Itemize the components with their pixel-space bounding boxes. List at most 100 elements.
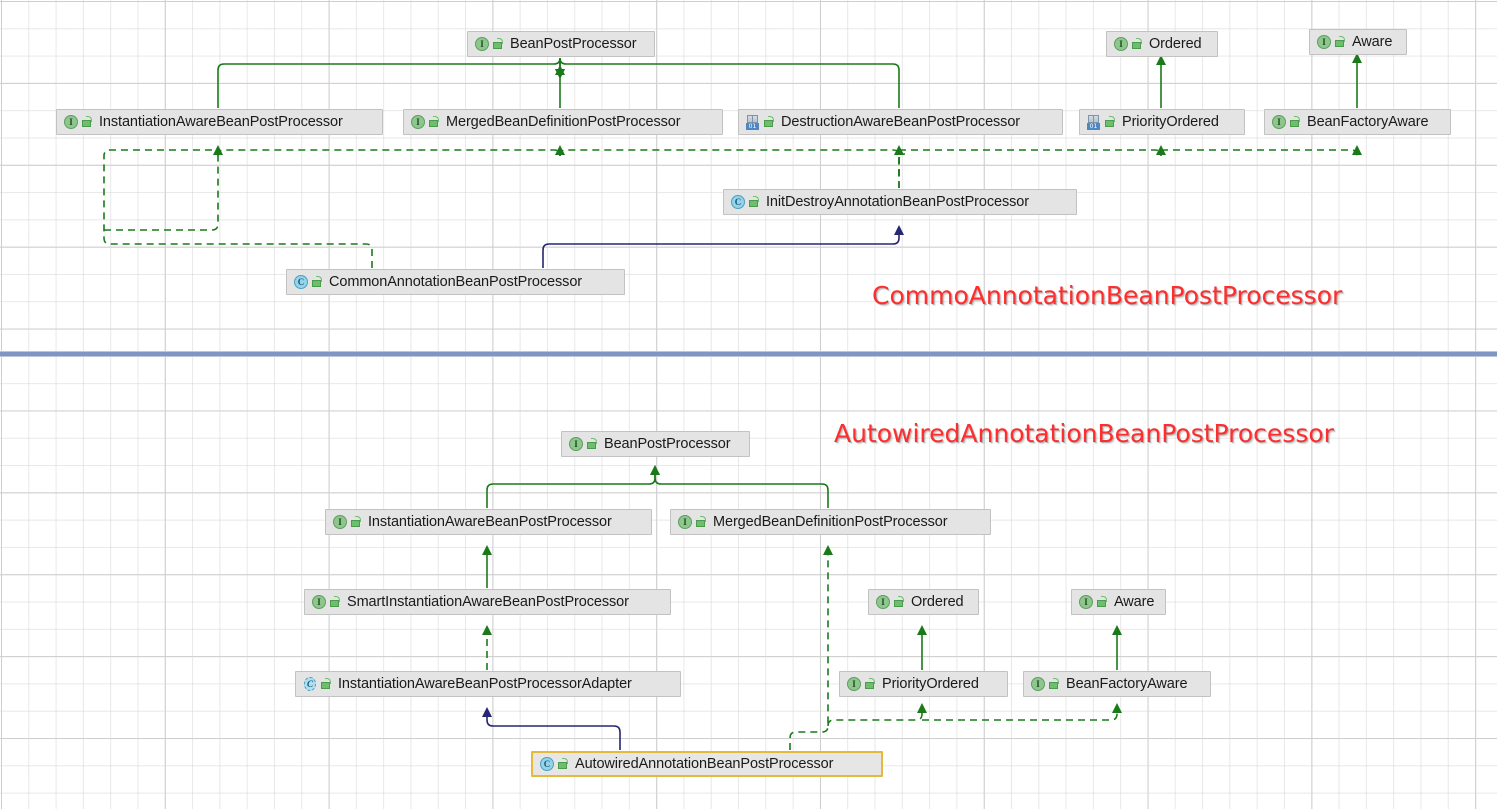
node-label: PriorityOrdered (1122, 113, 1219, 130)
node-mergedbeandefinitionpostprocessor[interactable]: I MergedBeanDefinitionPostProcessor (403, 109, 723, 135)
interface-icon: I (1113, 36, 1129, 52)
interface-icon: I (568, 436, 584, 452)
visibility-lock-icon (586, 437, 599, 451)
visibility-lock-icon (695, 515, 708, 529)
edge-b-aabpp-to-adapter (482, 707, 621, 750)
class-icon: C (730, 194, 746, 210)
edge-cabpp-to-mbdpp (217, 145, 565, 157)
node-label: BeanPostProcessor (604, 435, 731, 452)
node-label: Ordered (911, 593, 964, 610)
visibility-lock-icon (748, 195, 761, 209)
visibility-lock-icon (763, 115, 776, 129)
visibility-lock-icon (864, 677, 877, 691)
node-label: BeanFactoryAware (1066, 675, 1188, 692)
visibility-lock-icon (1096, 595, 1109, 609)
visibility-lock-icon (311, 275, 324, 289)
node-ordered-bottom[interactable]: I Ordered (868, 589, 979, 615)
interface-icon: I (677, 514, 693, 530)
node-instantiationawarebeanpostprocessor[interactable]: I InstantiationAwareBeanPostProcessor (56, 109, 383, 135)
interface-extends-edges (217, 53, 1362, 670)
section-divider (0, 351, 1497, 357)
callout-autowired-annotation: AutowiredAnnotationBeanPostProcessor (834, 419, 1334, 448)
node-beanfactoryaware-bottom[interactable]: I BeanFactoryAware (1023, 671, 1211, 697)
node-label: DestructionAwareBeanPostProcessor (781, 113, 1021, 130)
interface-icon: I (1316, 34, 1332, 50)
annotation-bits-icon: 01 (745, 114, 761, 130)
visibility-lock-icon (557, 757, 570, 771)
interface-icon: I (1078, 594, 1094, 610)
visibility-lock-icon (1289, 115, 1302, 129)
node-label: AutowiredAnnotationBeanPostProcessor (575, 755, 834, 772)
callout-common-annotation: CommoAnnotationBeanPostProcessor (872, 281, 1343, 310)
visibility-lock-icon (492, 37, 505, 51)
node-beanpostprocessor-bottom[interactable]: I BeanPostProcessor (561, 431, 750, 457)
edge-cabpp-to-iabpp (103, 145, 373, 268)
edge-b-aabpp-to-beanfactoryaware (922, 703, 1122, 721)
interface-icon: I (63, 114, 79, 130)
node-label: InstantiationAwareBeanPostProcessor (368, 513, 612, 530)
abstract-class-icon: C (302, 676, 318, 692)
edge-cabpp-bus-right (559, 149, 900, 188)
interface-icon: I (332, 514, 348, 530)
interface-icon: I (875, 594, 891, 610)
node-label: CommonAnnotationBeanPostProcessor (329, 273, 583, 290)
node-aware-top[interactable]: I Aware (1309, 29, 1407, 55)
annotation-bits-icon: 01 (1086, 114, 1102, 130)
edge-cabpp-to-idabpp (542, 225, 904, 268)
interface-icon: I (410, 114, 426, 130)
node-instantiationawarebeanpostprocessoradapter[interactable]: C InstantiationAwareBeanPostProcessorAda… (295, 671, 681, 697)
interface-icon: I (1271, 114, 1287, 130)
node-autowiredannotationbeanpostprocessor[interactable]: C AutowiredAnnotationBeanPostProcessor (531, 751, 883, 777)
visibility-lock-icon (893, 595, 906, 609)
edge-cabpp-to-beanfactoryaware (1161, 145, 1362, 157)
interface-icon: I (474, 36, 490, 52)
node-label: InstantiationAwareBeanPostProcessorAdapt… (338, 675, 632, 692)
node-smartinstantiationawarebeanpostprocessor[interactable]: I SmartInstantiationAwareBeanPostProcess… (304, 589, 671, 615)
node-label: Aware (1114, 593, 1155, 610)
node-label: BeanFactoryAware (1307, 113, 1429, 130)
edge-b-iabpp-to-bpp (486, 465, 660, 508)
visibility-lock-icon (1131, 37, 1144, 51)
node-label: Ordered (1149, 35, 1202, 52)
edge-b-aabpp-to-mbdpp (789, 545, 833, 750)
node-label: Aware (1352, 33, 1393, 50)
edge-b-mbdpp-to-bpp (650, 465, 829, 508)
visibility-lock-icon (428, 115, 441, 129)
interface-icon: I (311, 594, 327, 610)
node-initdestroyannotationbeanpostprocessor[interactable]: C InitDestroyAnnotationBeanPostProcessor (723, 189, 1077, 215)
node-ordered-top[interactable]: I Ordered (1106, 31, 1218, 57)
node-label: MergedBeanDefinitionPostProcessor (713, 513, 948, 530)
edge-b-aabpp-to-priorityordered (827, 703, 927, 727)
node-label: InstantiationAwareBeanPostProcessor (99, 113, 343, 130)
interface-icon: I (1030, 676, 1046, 692)
node-beanfactoryaware-top[interactable]: I BeanFactoryAware (1264, 109, 1451, 135)
visibility-lock-icon (1104, 115, 1117, 129)
class-icon: C (539, 756, 555, 772)
interface-icon: I (846, 676, 862, 692)
edge-idabpp-stub (898, 153, 906, 188)
node-label: MergedBeanDefinitionPostProcessor (446, 113, 681, 130)
visibility-lock-icon (1048, 677, 1061, 691)
node-priorityordered-top[interactable]: 01 PriorityOrdered (1079, 109, 1245, 135)
node-beanpostprocessor[interactable]: I BeanPostProcessor (467, 31, 655, 57)
node-label: BeanPostProcessor (510, 35, 637, 52)
edge-dabpp-to-bpp (555, 57, 900, 108)
edge-iabpp-to-bpp (217, 57, 565, 108)
edge-cabpp-iabpp-inner (104, 156, 219, 231)
visibility-lock-icon (320, 677, 333, 691)
node-priorityordered-bottom[interactable]: I PriorityOrdered (839, 671, 1008, 697)
node-aware-bottom[interactable]: I Aware (1071, 589, 1166, 615)
node-label: PriorityOrdered (882, 675, 979, 692)
node-instantiationawarebeanpostprocessor-bottom[interactable]: I InstantiationAwareBeanPostProcessor (325, 509, 652, 535)
visibility-lock-icon (329, 595, 342, 609)
visibility-lock-icon (350, 515, 363, 529)
node-destructionawarebeanpostprocessor[interactable]: 01 DestructionAwareBeanPostProcessor (738, 109, 1063, 135)
node-mergedbeandefinitionpostprocessor-bottom[interactable]: I MergedBeanDefinitionPostProcessor (670, 509, 991, 535)
node-label: InitDestroyAnnotationBeanPostProcessor (766, 193, 1029, 210)
edge-cabpp-to-priorityordered (899, 145, 1166, 157)
visibility-lock-icon (81, 115, 94, 129)
node-commonannotationbeanpostprocessor[interactable]: C CommonAnnotationBeanPostProcessor (286, 269, 625, 295)
class-icon: C (293, 274, 309, 290)
visibility-lock-icon (1334, 35, 1347, 49)
